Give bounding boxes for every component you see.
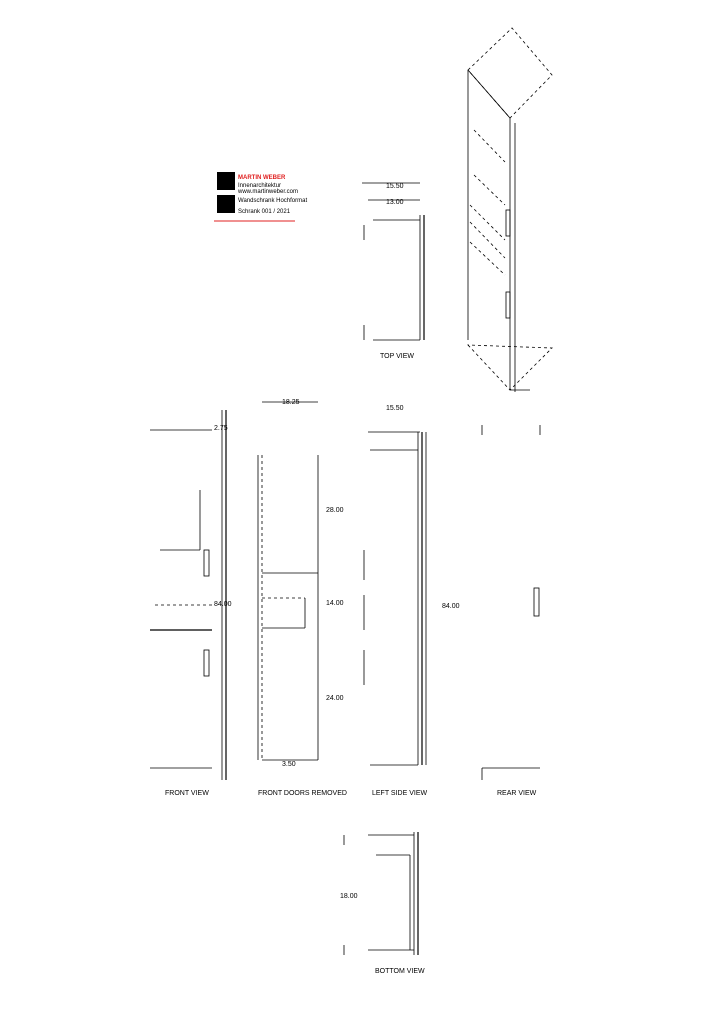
logo-m-mark	[217, 172, 235, 190]
isometric-view	[467, 27, 553, 392]
iso-handle-upper	[505, 209, 511, 237]
brand-line3: Wandschrank Hochformat	[238, 198, 307, 204]
left-side-view: 15.50 84.00 LEFT SIDE VIEW	[363, 405, 460, 797]
dim-side-height: 84.00	[442, 603, 460, 610]
dim-top-body-depth: 13.00	[386, 199, 404, 206]
dim-doors-removed-lower: 24.00	[326, 695, 344, 702]
dim-doors-removed-width: 18.25	[282, 399, 300, 406]
dim-bottom-width: 18.00	[340, 893, 358, 900]
label-left-side-view: LEFT SIDE VIEW	[372, 790, 427, 797]
front-handle-lower	[203, 649, 210, 677]
label-bottom-view: BOTTOM VIEW	[375, 968, 425, 975]
rear-handle	[533, 587, 540, 617]
front-view: 2.75 84.00 FRONT VIEW	[150, 410, 232, 797]
logo-w-mark	[217, 195, 235, 213]
label-front-doors-removed: FRONT DOORS REMOVED	[258, 790, 347, 797]
label-top-view: TOP VIEW	[380, 353, 414, 360]
dim-doors-removed-upper: 28.00	[326, 507, 344, 514]
front-doors-removed-view: 18.25 28.00 14.00 24.00 3.50 FRONT DOORS…	[257, 399, 347, 797]
top-view: 15.50 13.00 TOP VIEW	[362, 182, 425, 360]
bottom-view: 18.00 BOTTOM VIEW	[340, 832, 425, 975]
label-front-view: FRONT VIEW	[165, 790, 209, 797]
brand-line1: Innenarchitektur	[238, 183, 281, 189]
dim-side-depth: 15.50	[386, 405, 404, 412]
dim-front-overall-height: 84.00	[214, 601, 232, 608]
iso-handle-lower	[505, 291, 511, 319]
brand-line4: Schrank 001 / 2021	[238, 209, 291, 215]
dim-doors-removed-middle: 14.00	[326, 600, 344, 607]
brand-line2: www.martinweber.com	[237, 189, 298, 195]
brand-name: MARTIN WEBER	[238, 175, 286, 181]
dim-doors-removed-bottom: 3.50	[282, 761, 296, 768]
brand-logo: MARTIN WEBER Innenarchitektur www.martin…	[214, 172, 307, 222]
dim-top-overall-depth: 15.50	[386, 183, 404, 190]
rear-view: REAR VIEW	[481, 425, 541, 797]
dim-front-top-height: 2.75	[214, 425, 228, 432]
label-rear-view: REAR VIEW	[497, 790, 537, 797]
front-handle-upper	[203, 549, 210, 577]
